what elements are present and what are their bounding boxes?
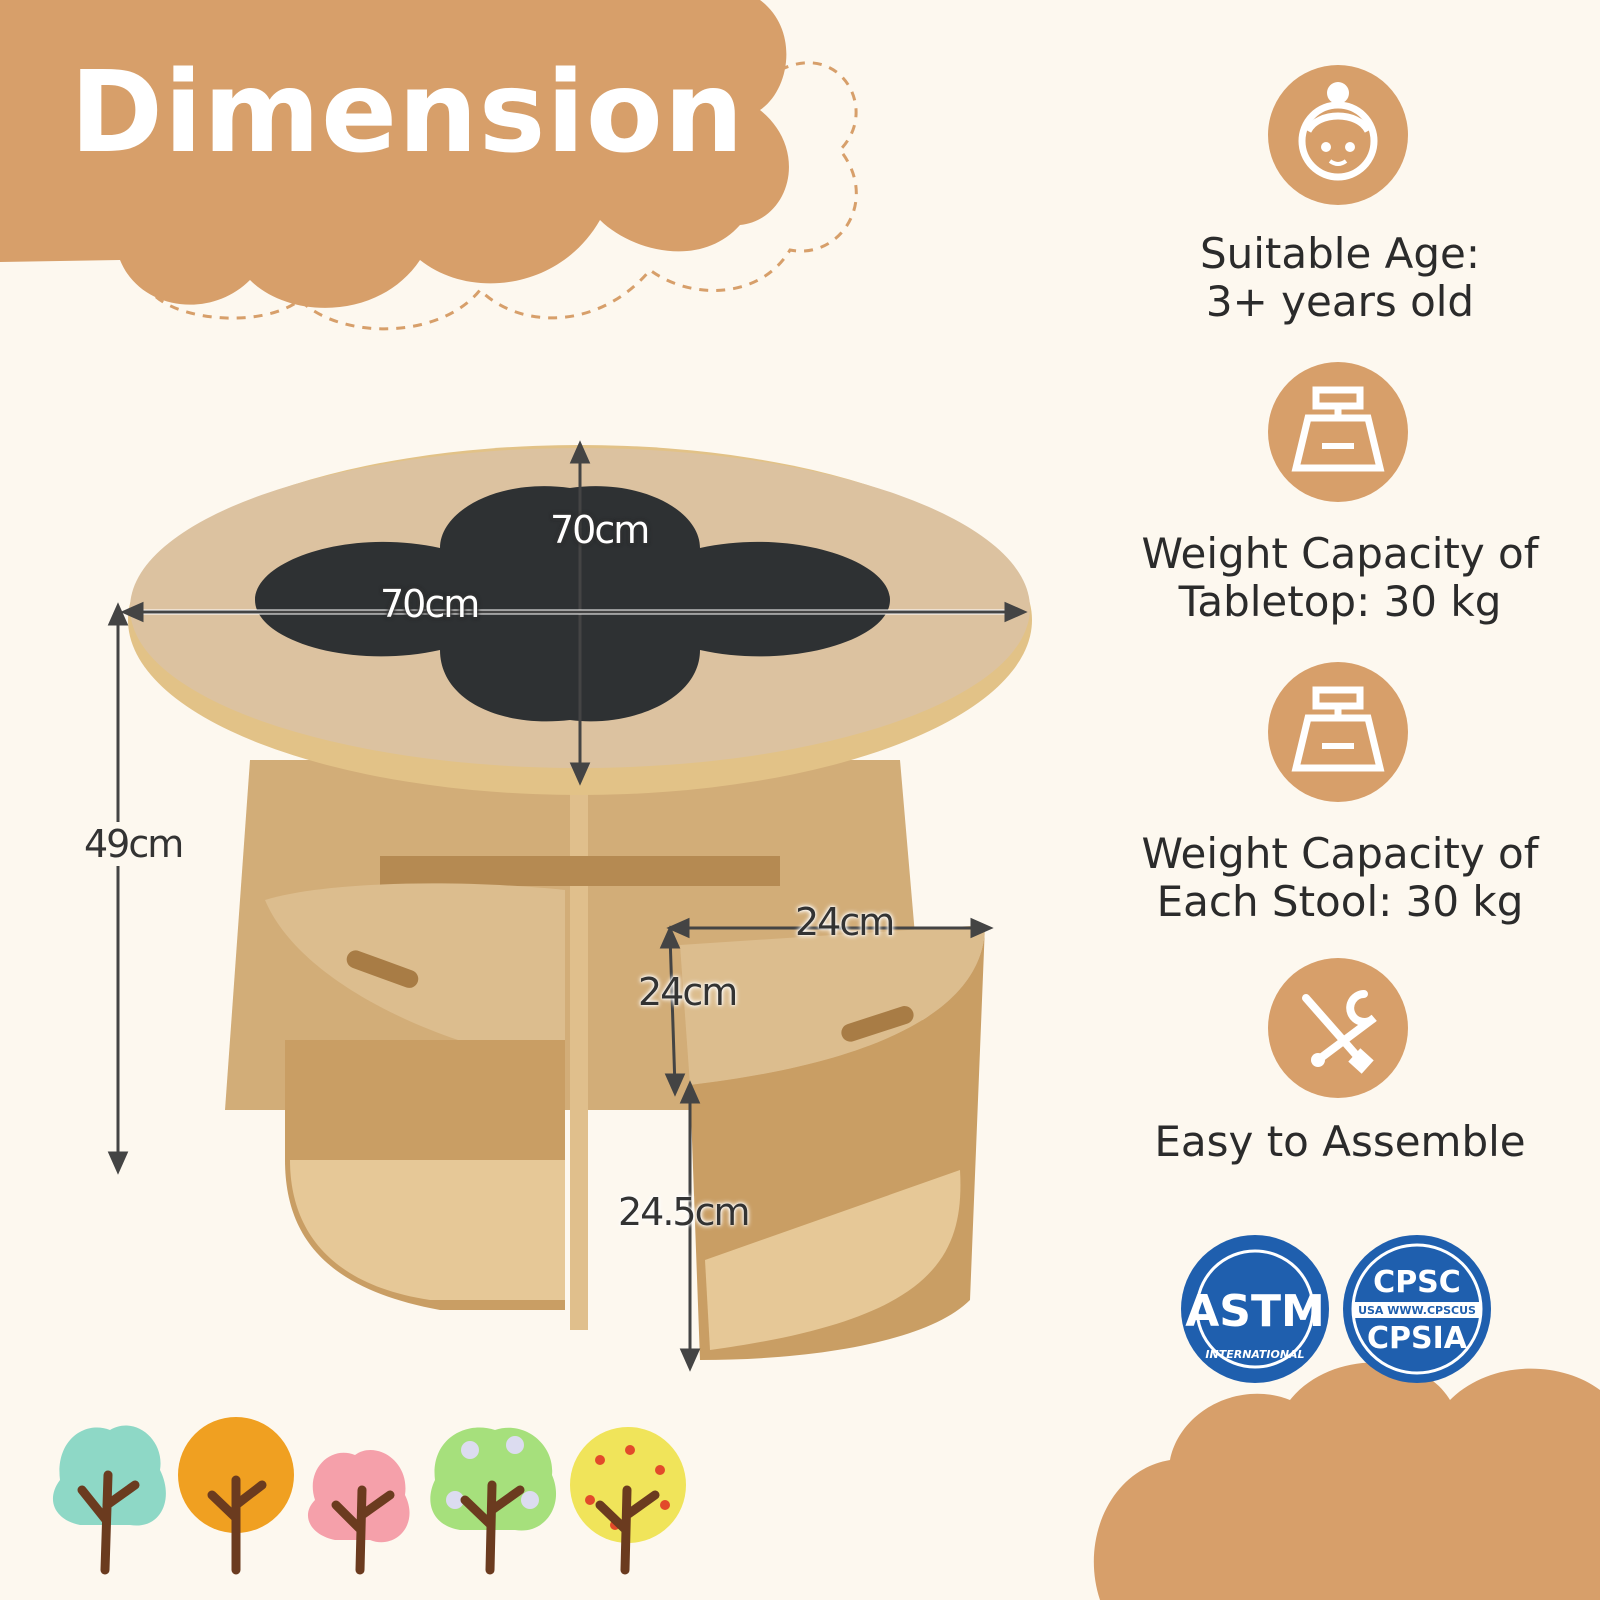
title-cloud (0, 0, 789, 308)
table-center-divider (570, 770, 588, 1330)
tree-icon (570, 1427, 686, 1575)
right-stool-top (680, 925, 985, 1085)
left-stool-handle (346, 950, 419, 988)
tree-icon (178, 1417, 294, 1575)
table-width-label: 70cm (380, 582, 480, 626)
tree-icon (430, 1427, 557, 1575)
astm-text: ASTM (1185, 1286, 1325, 1337)
tree-icon (52, 1425, 166, 1575)
feature-tabletop-line1: Weight Capacity of (1141, 529, 1539, 578)
feature-stool-capacity: Weight Capacity of Each Stool: 30 kg (1100, 830, 1580, 926)
astm-international-text: INTERNATIONAL (1205, 1348, 1304, 1361)
dimension-lines (107, 440, 1028, 1372)
corner-cloud (1093, 1362, 1600, 1600)
table-back-opening (380, 856, 780, 886)
cpsc-badge: CPSC USA WWW.CPSCUS CPSIA (1342, 1234, 1492, 1384)
feature-age: Suitable Age: 3+ years old (1100, 230, 1580, 326)
weight-icon (1268, 362, 1408, 502)
feature-assembly-line1: Easy to Assemble (1154, 1117, 1526, 1166)
astm-badge: ASTM INTERNATIONAL (1180, 1234, 1330, 1384)
tools-icon (1268, 958, 1408, 1098)
feature-assembly: Easy to Assemble (1100, 1118, 1580, 1166)
right-stool-handle (841, 1006, 914, 1042)
page-title: Dimension (70, 48, 745, 178)
stool-depth-label: 24cm (638, 970, 738, 1014)
feature-tabletop-capacity: Weight Capacity of Tabletop: 30 kg (1100, 530, 1580, 626)
stool-width-label: 24cm (795, 900, 895, 944)
weight-icon (1268, 662, 1408, 802)
table-depth-label: 70cm (550, 508, 650, 552)
feature-stool-line1: Weight Capacity of (1141, 829, 1539, 878)
cpsc-url-text: USA WWW.CPSCUS (1358, 1304, 1476, 1317)
left-stool-top (265, 883, 565, 1040)
table-height-label: 49cm (84, 822, 184, 866)
feature-tabletop-line2: Tabletop: 30 kg (1178, 577, 1502, 626)
tree-icon (307, 1449, 410, 1575)
stool-height-label: 24.5cm (618, 1190, 751, 1234)
cpsia-text: CPSIA (1367, 1321, 1468, 1356)
feature-age-line2: 3+ years old (1205, 277, 1475, 326)
feature-stool-line2: Each Stool: 30 kg (1156, 877, 1524, 926)
left-stool-shelf (290, 1160, 565, 1300)
feature-age-line1: Suitable Age: (1199, 229, 1481, 278)
chalkboard-surface (255, 486, 890, 722)
right-stool-shelf (705, 1170, 961, 1350)
cpsc-text: CPSC (1373, 1265, 1461, 1300)
child-face-icon (1268, 65, 1408, 205)
